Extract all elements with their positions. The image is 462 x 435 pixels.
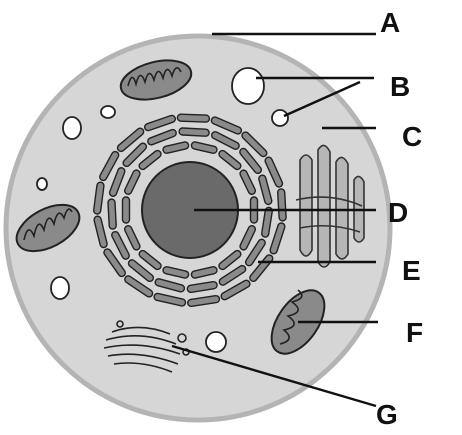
vacuole-large <box>232 68 264 104</box>
label-e: E <box>402 255 421 286</box>
label-c: C <box>402 121 422 152</box>
label-g: G <box>376 399 398 430</box>
label-f: F <box>406 317 423 348</box>
er-cisterna <box>278 189 287 221</box>
er-cisterna <box>108 199 117 229</box>
er-cisterna <box>123 197 130 223</box>
er-cisterna <box>177 114 209 122</box>
er-cisterna <box>179 128 209 137</box>
label-d: D <box>388 197 408 228</box>
vacuole-small <box>272 110 288 126</box>
label-a: A <box>380 7 400 38</box>
label-b: B <box>390 71 410 102</box>
